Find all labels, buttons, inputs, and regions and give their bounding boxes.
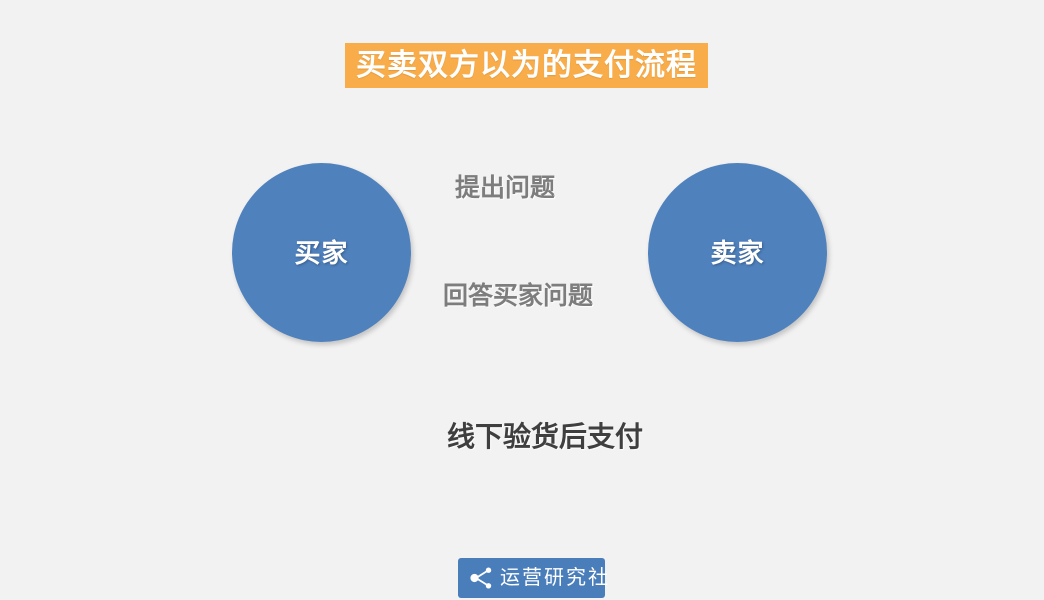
node-buyer-label: 买家: [294, 237, 349, 268]
node-seller[interactable]: 卖家: [648, 163, 827, 342]
edge-label-answer: 回答买家问题: [443, 282, 594, 310]
logo-text: 运营研究社: [500, 567, 610, 589]
edge-label-ask: 提出问题: [455, 174, 556, 202]
node-seller-label: 卖家: [710, 237, 765, 268]
logo-badge: 运营研究社: [458, 558, 608, 598]
node-buyer[interactable]: 买家: [232, 163, 411, 342]
title-banner: 买卖双方以为的支付流程: [345, 43, 708, 88]
edge-label-pay: 线下验货后支付: [447, 421, 644, 452]
share-nodes-icon: [470, 567, 492, 589]
page-title: 买卖双方以为的支付流程: [356, 48, 697, 82]
